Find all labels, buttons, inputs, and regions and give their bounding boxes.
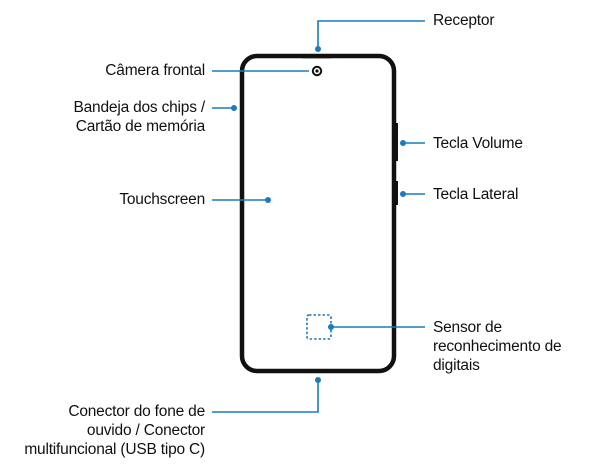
phone-body bbox=[239, 53, 397, 374]
label-sensor: Sensor de reconhecimento de digitais bbox=[433, 318, 562, 375]
callout-dot-touchscreen bbox=[265, 197, 271, 203]
callout-dot-volume bbox=[400, 140, 406, 146]
callout-dot-bandeja bbox=[231, 105, 237, 111]
label-sensor-line1: Sensor de bbox=[433, 319, 502, 336]
label-conector-line3: multifuncional (USB tipo C) bbox=[24, 441, 205, 458]
callout-dot-conector bbox=[315, 377, 321, 383]
label-conector-line1: Conector do fone de bbox=[68, 403, 205, 420]
callout-conector bbox=[212, 380, 319, 413]
callout-receptor bbox=[317, 20, 425, 49]
label-receptor: Receptor bbox=[433, 12, 495, 29]
label-conector-line2: ouvido / Conector bbox=[86, 422, 205, 439]
label-bandeja: Bandeja dos chips / Cartão de memória bbox=[74, 98, 206, 136]
label-tecla-volume: Tecla Volume bbox=[433, 135, 523, 152]
label-sensor-line3: digitais bbox=[433, 357, 480, 374]
label-conector: Conector do fone de ouvido / Conector mu… bbox=[24, 402, 205, 459]
label-camera-frontal: Câmera frontal bbox=[105, 62, 205, 79]
label-tecla-lateral: Tecla Lateral bbox=[433, 186, 519, 203]
label-sensor-line2: reconhecimento de bbox=[433, 338, 562, 355]
side-key bbox=[394, 181, 398, 205]
label-bandeja-line2: Cartão de memória bbox=[75, 118, 205, 135]
label-touchscreen: Touchscreen bbox=[119, 191, 205, 208]
label-bandeja-line1: Bandeja dos chips / bbox=[73, 99, 206, 116]
callout-dot-receptor bbox=[315, 46, 321, 52]
callout-dot-sensor bbox=[328, 324, 334, 330]
front-camera-icon bbox=[311, 65, 323, 77]
callout-dot-lateral bbox=[400, 191, 406, 197]
volume-key bbox=[394, 123, 398, 161]
